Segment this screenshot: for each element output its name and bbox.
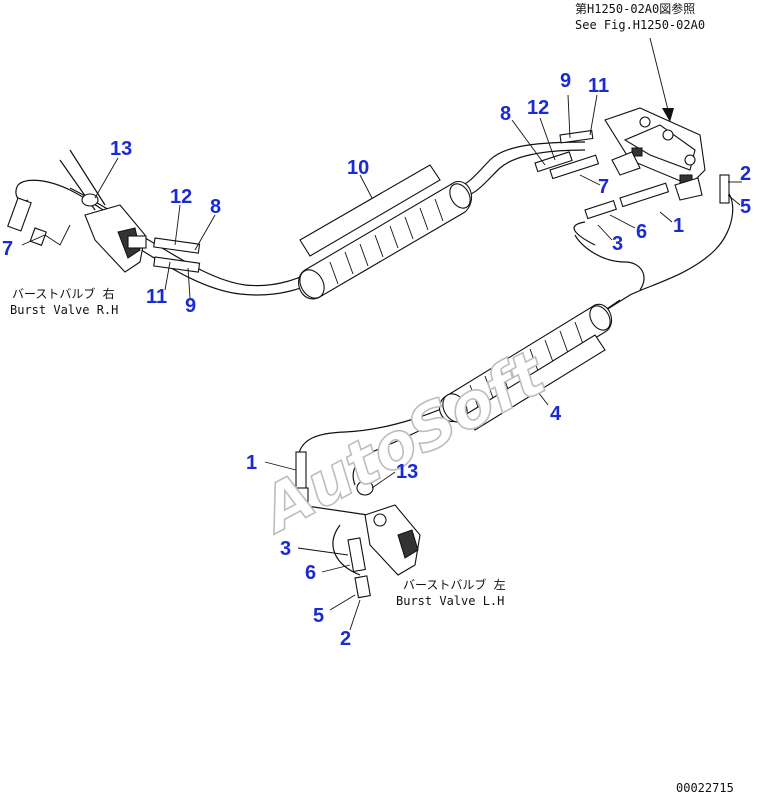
callout-5-right: 5 bbox=[740, 196, 751, 218]
leader-lines bbox=[21, 37, 742, 631]
callout-3-lower: 3 bbox=[280, 538, 291, 560]
callout-5-lower: 5 bbox=[313, 605, 324, 627]
reference-note-jp: 第H1250-02A0図参照 bbox=[575, 1, 695, 16]
callout-12-top: 12 bbox=[527, 97, 549, 119]
callout-7-right: 7 bbox=[598, 176, 609, 198]
burst-valve-rh-label-en: Burst Valve R.H bbox=[10, 303, 118, 317]
reference-note-en: See Fig.H1250-02A0 bbox=[575, 18, 705, 32]
callout-1-lower: 1 bbox=[246, 452, 257, 474]
burst-valve-rh-label-jp: バーストバルブ 右 bbox=[12, 286, 115, 301]
sleeve-10 bbox=[298, 164, 473, 300]
valve-bracket bbox=[604, 107, 706, 201]
drawing-number: 00022715 bbox=[676, 781, 734, 795]
callout-12-left: 12 bbox=[170, 186, 192, 208]
callout-10: 10 bbox=[347, 157, 369, 179]
right-fittings bbox=[534, 129, 730, 220]
callout-numbers: 13 12 8 7 11 9 10 9 11 8 12 7 2 5 1 6 3 … bbox=[2, 70, 751, 650]
callout-6-lower: 6 bbox=[305, 562, 316, 584]
callout-11-top: 11 bbox=[588, 75, 609, 97]
burst-valve-lh-label-jp: バーストバルブ 左 bbox=[403, 577, 506, 592]
callout-9-left: 9 bbox=[185, 295, 196, 317]
callout-7-left: 7 bbox=[2, 238, 13, 260]
callout-3-right: 3 bbox=[612, 233, 623, 255]
burst-valve-lh-label-en: Burst Valve L.H bbox=[396, 594, 504, 608]
burst-valve-lh bbox=[293, 451, 421, 599]
callout-13-lower: 13 bbox=[396, 461, 418, 483]
callout-6-right: 6 bbox=[636, 221, 647, 243]
burst-valve-rh bbox=[7, 149, 201, 273]
callout-13-top: 13 bbox=[110, 138, 132, 160]
sleeve-4 bbox=[439, 303, 613, 431]
callout-2-right: 2 bbox=[740, 163, 751, 185]
callout-8-top: 8 bbox=[500, 103, 511, 125]
callout-2-lower: 2 bbox=[340, 628, 351, 650]
callout-8-left: 8 bbox=[210, 196, 221, 218]
callout-4: 4 bbox=[550, 403, 562, 425]
callout-11-left: 11 bbox=[146, 286, 167, 308]
callout-9-top: 9 bbox=[560, 70, 571, 92]
callout-1-right: 1 bbox=[673, 215, 684, 237]
